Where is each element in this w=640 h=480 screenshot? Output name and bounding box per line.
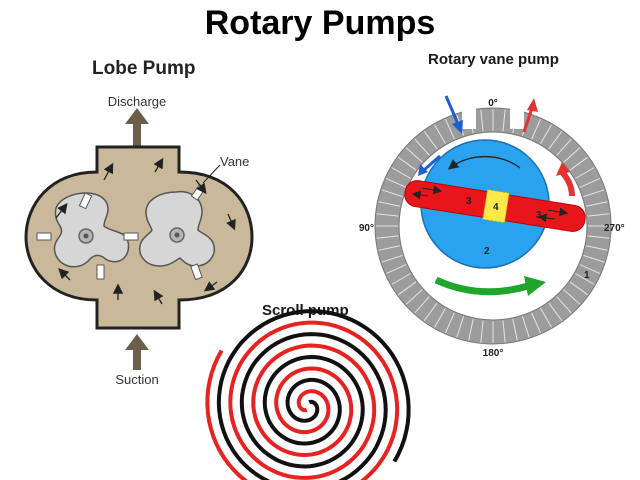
right-lobe-rotor	[123, 183, 216, 281]
label-3-right: 3	[536, 210, 542, 221]
lobe-flow-arrows	[55, 157, 236, 305]
inlet-port	[462, 103, 476, 129]
rotary-vane-pump-title: Rotary vane pump	[428, 51, 559, 68]
angle-180-label: 180°	[483, 348, 504, 359]
outlet-port	[510, 103, 524, 129]
page-title: Rotary Pumps	[204, 4, 436, 42]
label-4: 4	[493, 202, 499, 213]
suction-label: Suction	[115, 372, 158, 387]
lobe-pump-title: Lobe Pump	[92, 58, 196, 79]
angle-0-label: 0°	[488, 98, 498, 109]
inlet-arrow-icon	[418, 95, 463, 176]
suction-arrow-icon	[125, 334, 149, 370]
label-1: 1	[584, 270, 590, 281]
left-lobe-rotor	[36, 192, 130, 280]
angle-270-label: 270°	[604, 223, 625, 234]
scroll-pump-diagram	[205, 309, 411, 480]
label-3-left: 3	[466, 196, 472, 207]
discharge-label: Discharge	[108, 94, 167, 109]
outlet-arrow-icon	[522, 98, 575, 197]
vane-callout-line	[202, 164, 221, 184]
flow-direction-arrow-icon	[434, 276, 546, 296]
discharge-arrow-icon	[125, 108, 149, 146]
rotation-arrow-icon	[447, 155, 521, 170]
lobe-pump-diagram: Discharge	[24, 94, 254, 387]
angle-90-label: 90°	[359, 223, 374, 234]
vane-label: Vane	[220, 154, 249, 169]
rotary-vane-pump-diagram: 3 4 3 2 1 0° 90° 270° 180°	[359, 95, 625, 359]
scroll-spiral-red	[205, 320, 400, 480]
scroll-spiral-black	[216, 309, 411, 480]
label-2: 2	[484, 246, 490, 257]
